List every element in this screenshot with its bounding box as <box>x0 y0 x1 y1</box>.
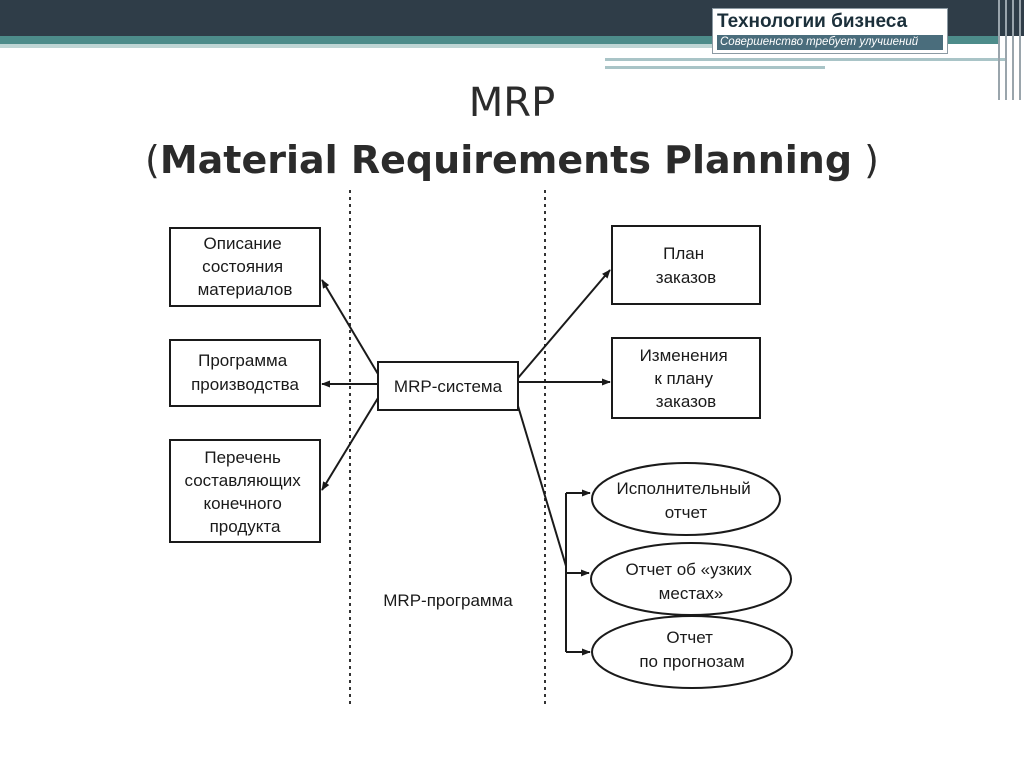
input-components-line3: конечного <box>203 494 281 513</box>
svg-text:Программа производства: Программа производства <box>191 351 299 394</box>
connector-to-reports <box>517 405 567 567</box>
output-plan-changes-line2: к плану <box>654 369 713 388</box>
output-box-order-plan <box>611 225 761 305</box>
brand-name: Технологии бизнеса <box>717 11 908 32</box>
report-bottlenecks-line1: Отчет об «узких <box>625 560 752 579</box>
output-plan-changes-line1: Изменения <box>640 346 728 365</box>
slide-title-line1: MRP <box>468 80 556 126</box>
input-materials-line2: состояния <box>202 257 283 276</box>
svg-text:Перечень составляющих: Перечень составляющих конечного продукта <box>185 448 306 536</box>
svg-text:Отчет по прогнозам: Отчет по прогнозам <box>639 628 744 671</box>
output-plan-changes-line3: заказов <box>656 392 716 411</box>
report-execution-line1: Исполнительный <box>617 479 751 498</box>
input-components-line1: Перечень <box>204 448 281 467</box>
arrow-to-order-plan <box>517 269 611 379</box>
report-bottlenecks-line2: местах» <box>659 584 724 603</box>
brand-logo: Технологии бизнеса Совершенство требует … <box>712 8 948 54</box>
arrow-to-materials <box>321 279 379 375</box>
center-box-mrp-system <box>377 361 519 411</box>
input-production-line2: производства <box>191 375 299 394</box>
input-materials-line1: Описание <box>204 234 282 253</box>
report-forecast-line1: Отчет <box>666 628 713 647</box>
svg-text:Изменения к плану зака: Изменения к плану заказов <box>640 346 733 411</box>
report-ellipse-execution <box>591 462 781 536</box>
input-box-components <box>169 439 321 543</box>
report-forecast-line2: по прогнозам <box>639 652 744 671</box>
arrow-to-components <box>321 397 379 491</box>
input-box-production <box>169 339 321 407</box>
decorative-line <box>605 66 825 69</box>
report-execution-line2: отчет <box>665 503 708 522</box>
top-accent-stripe <box>0 36 1000 44</box>
input-components-line4: продукта <box>210 517 281 536</box>
input-box-materials <box>169 227 321 307</box>
title-open-paren: ( <box>145 138 160 182</box>
title-main-text: Material Requirements Planning <box>159 138 853 182</box>
svg-text:Отчет об «узких местах»: Отчет об «узких местах» <box>625 560 756 603</box>
input-production-line1: Программа <box>198 351 288 370</box>
input-materials-line3: материалов <box>198 280 293 299</box>
mrp-program-label: MRP-программа <box>383 591 513 610</box>
center-box-label: MRP-система <box>394 377 503 396</box>
svg-text:Исполнительный отчет: Исполнительный отчет <box>617 479 756 522</box>
right-rails <box>994 0 1024 100</box>
output-box-plan-changes <box>611 337 761 419</box>
input-components-line2: составляющих <box>185 471 302 490</box>
title-close-paren: ) <box>852 138 879 182</box>
brand-tagline: Совершенство требует улучшений <box>717 35 943 50</box>
report-ellipse-forecast <box>591 615 793 689</box>
svg-text:Описание состояния мат: Описание состояния материалов <box>198 234 293 299</box>
report-ellipse-bottlenecks <box>590 542 792 616</box>
svg-text:План заказов: План заказов <box>656 244 716 287</box>
output-order-plan-line1: План <box>663 244 704 263</box>
decorative-line <box>605 58 1005 61</box>
output-order-plan-line2: заказов <box>656 268 716 287</box>
slide-title-line2: (Material Requirements Planning ) <box>0 138 1024 182</box>
top-accent-stripe-light <box>0 44 860 48</box>
